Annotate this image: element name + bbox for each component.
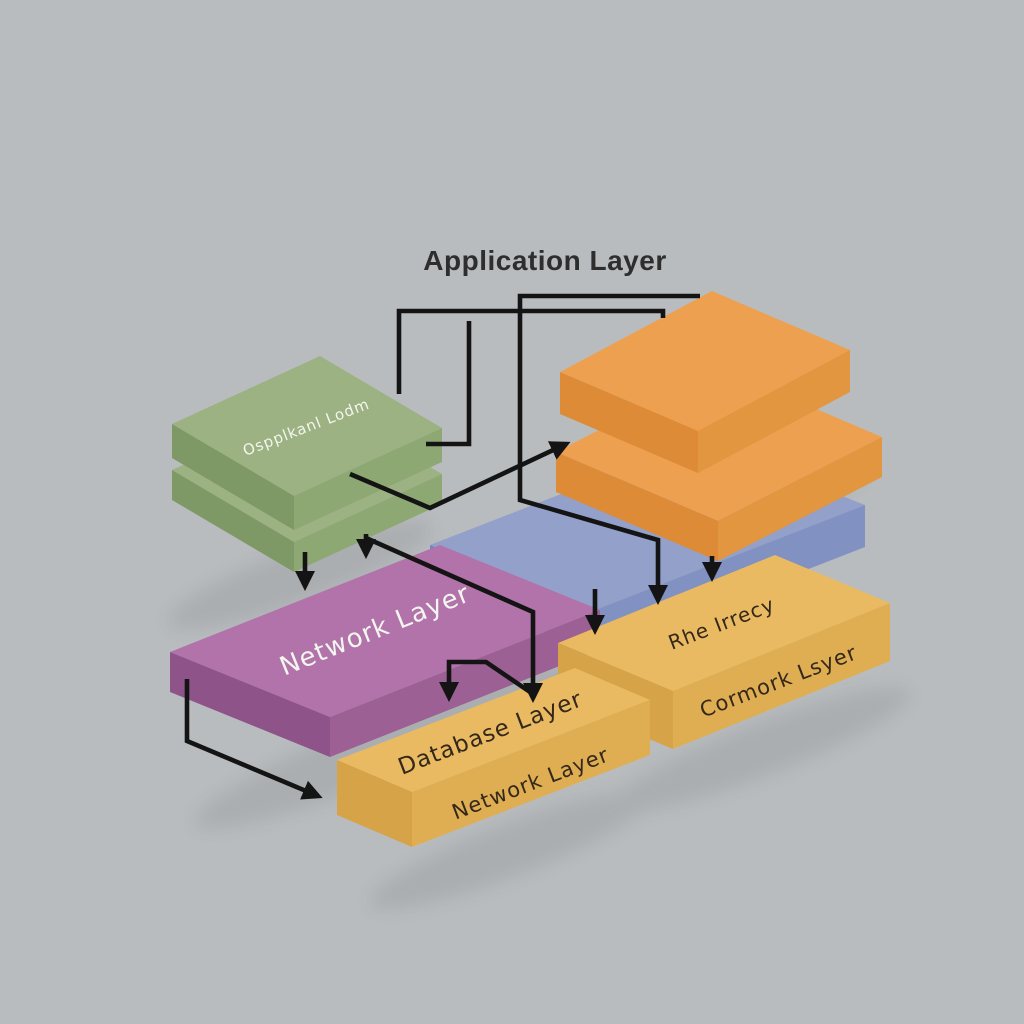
yellow-right-top-face (558, 555, 890, 691)
connector-elbow-to-green (426, 321, 472, 447)
purple-slab-top-face (170, 545, 600, 717)
orange-upper-right-face (698, 350, 850, 473)
orange-upper-slab (560, 291, 850, 473)
diagram-title: Application Layer (423, 245, 666, 276)
orange-lower-right-face (718, 437, 882, 561)
green-upper-left-face (172, 424, 294, 530)
arrow-branch-to-database (438, 659, 535, 703)
yellow-right-front-face (673, 603, 890, 749)
orange-upper-left-face (560, 372, 698, 473)
arrow-diagonal-to-database (365, 535, 544, 704)
green-upper-slab (172, 356, 442, 530)
green-lower-left-face (172, 470, 294, 572)
orange-upper-top-face (560, 291, 850, 431)
yellow-database-front-face (412, 700, 650, 847)
arrow-green-to-orange-diagonal (349, 441, 571, 511)
yellow-database-left-face (337, 760, 412, 847)
arrow-purple-to-database-slab (184, 679, 323, 800)
green-upper-right-face (294, 428, 442, 530)
orange-lower-left-face (556, 452, 718, 561)
yellow-database-slab (337, 668, 650, 847)
yellow-database-top-face (337, 668, 650, 792)
connectors (184, 293, 723, 800)
connector-title-to-right-slab-arrow (517, 293, 700, 606)
purple-slab-left-face (170, 652, 330, 757)
connector-title-to-green-and-orange (396, 308, 666, 394)
green-upper-top-face (172, 356, 442, 496)
